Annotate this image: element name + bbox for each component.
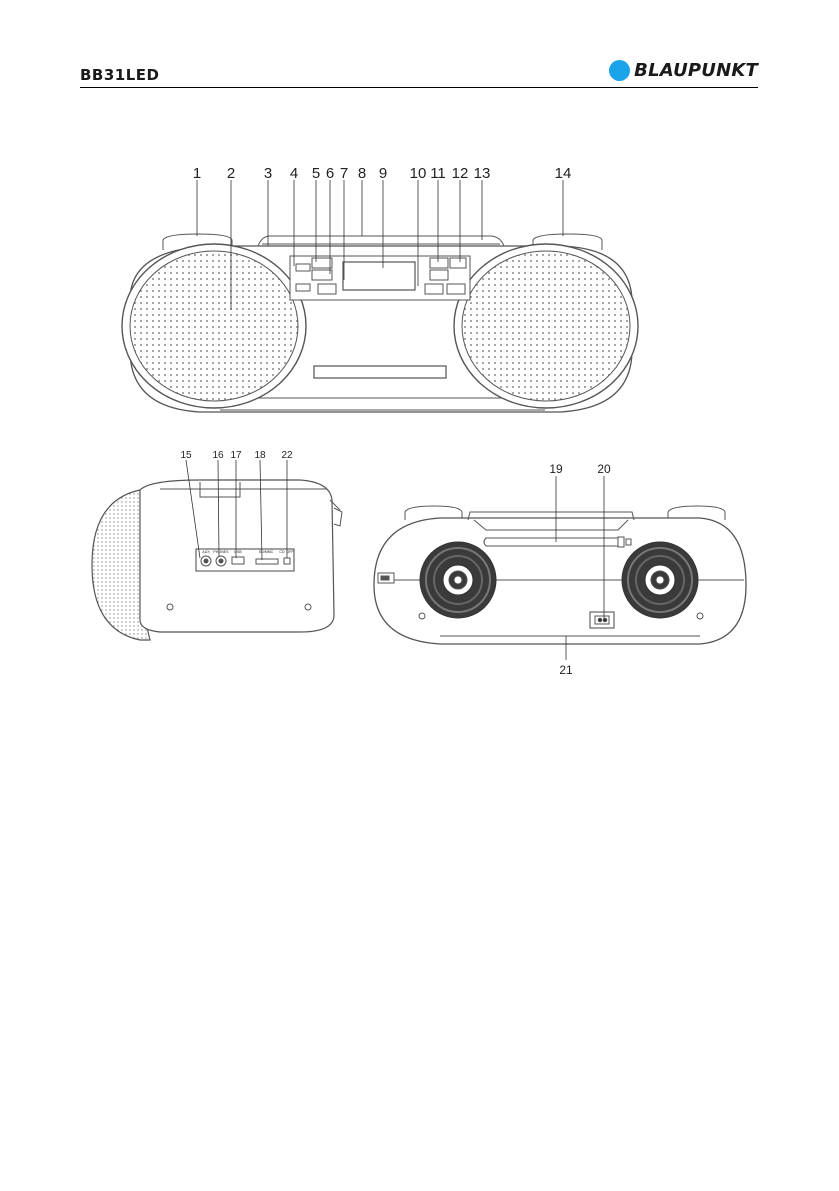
callout-13: 13 [474, 165, 491, 182]
callout-14: 14 [555, 165, 572, 182]
callout-17: 17 [230, 450, 242, 461]
back-view [374, 476, 746, 660]
port-label-phones: PHONES [213, 550, 229, 554]
callout-9: 9 [379, 165, 387, 182]
port-label-off: OFF [286, 550, 294, 554]
callout-15: 15 [180, 450, 192, 461]
callout-6: 6 [326, 165, 334, 182]
callout-2: 2 [227, 165, 235, 182]
callout-7: 7 [340, 165, 348, 182]
callout-3: 3 [264, 165, 272, 182]
port-label-aux: AUX [202, 550, 210, 554]
callout-10: 10 [410, 165, 427, 182]
callout-5: 5 [312, 165, 320, 182]
port-label-usb: USB [234, 550, 242, 554]
callout-18: 18 [254, 450, 266, 461]
port-label-sdmmc: SD/MMC [259, 550, 274, 554]
callout-21: 21 [559, 663, 573, 677]
callout-19: 19 [549, 462, 563, 476]
callout-12: 12 [452, 165, 469, 182]
side-callouts: 15 16 17 18 22 [180, 450, 293, 461]
front-callouts: 1 2 3 4 5 6 7 8 9 10 11 12 13 14 [193, 165, 572, 182]
callout-11: 11 [430, 165, 446, 182]
port-label-cd: CD [279, 550, 285, 554]
callout-20: 20 [597, 462, 611, 476]
callout-22: 22 [281, 450, 293, 461]
callout-1: 1 [193, 165, 201, 182]
callout-8: 8 [358, 165, 366, 182]
callout-4: 4 [290, 165, 298, 182]
front-view [122, 180, 638, 412]
callout-16: 16 [212, 450, 224, 461]
